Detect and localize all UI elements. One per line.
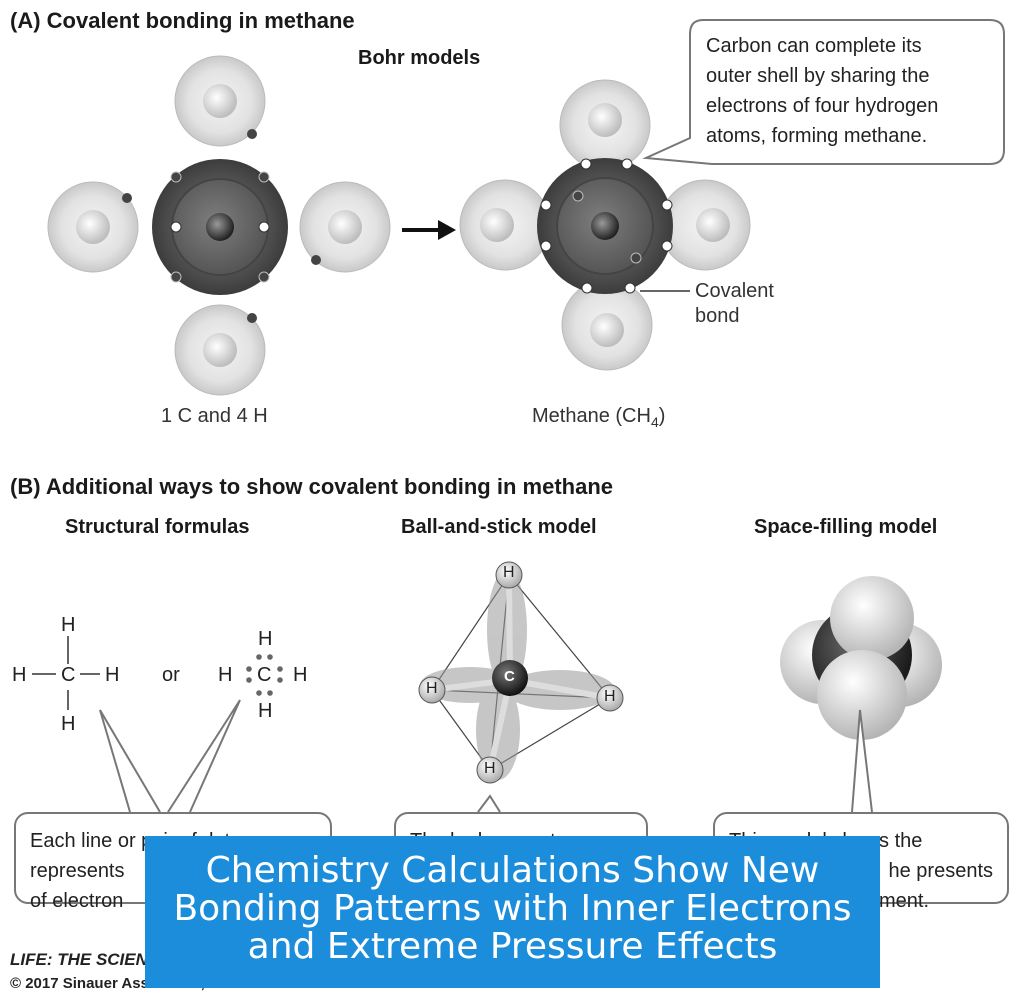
methane-molecule — [459, 79, 751, 371]
hydrogen-atom-top — [174, 55, 266, 147]
methane-caption-end: ) — [658, 405, 666, 427]
bs-c-label: C — [504, 668, 515, 685]
hydrogen-atom-right — [299, 181, 391, 273]
h-atom-label: H — [61, 713, 76, 735]
h-atom-label: H — [258, 628, 273, 650]
covalent-bond-label: Covalent bond — [695, 279, 774, 329]
hydrogen-atom-top — [559, 79, 651, 171]
c-atom-label: C — [61, 664, 76, 686]
callout-line: outer shell by sharing the — [706, 65, 930, 87]
space-filling-model — [780, 576, 942, 740]
panel-b-diagrams — [32, 561, 942, 813]
hydrogen-atom-right — [659, 179, 751, 271]
h-atom-label: H — [61, 614, 76, 636]
or-text: or — [162, 664, 180, 686]
shared-electrons — [540, 158, 673, 294]
panel-a-heading: (A) Covalent bonding in methane — [10, 8, 355, 33]
carbon-callout: Carbon can complete its outer shell by s… — [706, 31, 938, 151]
headline-text: Chemistry Calculations Show New Bonding … — [173, 850, 852, 967]
space-filling-title: Space-filling model — [754, 516, 938, 538]
electron-dot-pairs — [246, 654, 283, 696]
methane-caption-subscript: 4 — [650, 414, 659, 430]
c-atom-label: C — [257, 664, 272, 686]
separate-atoms — [47, 55, 391, 396]
bs-h-label: H — [484, 760, 496, 777]
callout-bubble-shape — [642, 19, 1005, 165]
carbon-atom — [152, 159, 288, 295]
bohr-models-title: Bohr models — [358, 47, 481, 69]
bubble-line: he presents — [888, 860, 993, 882]
bubble-line: ment. — [879, 890, 930, 912]
panel-b-heading: (B) Additional ways to show covalent bon… — [10, 474, 613, 499]
callout-line: atoms, forming methane. — [706, 125, 928, 147]
left-caption: 1 C and 4 H — [161, 405, 268, 427]
bubble-pointers — [99, 699, 873, 813]
h-atom-label: H — [293, 664, 308, 686]
h-atom-label: H — [12, 664, 27, 686]
bubble-line: represents — [30, 860, 125, 882]
hydrogen-atom-bottom — [561, 279, 653, 371]
bs-h-label: H — [426, 680, 438, 697]
hydrogen-atom-left — [47, 181, 139, 273]
bohr-diagram — [47, 19, 1005, 396]
carbon-atom — [537, 158, 673, 294]
bond-label-line: Covalent — [695, 280, 774, 302]
headline-banner: Chemistry Calculations Show New Bonding … — [145, 836, 880, 988]
ball-and-stick-title: Ball-and-stick model — [401, 516, 597, 538]
hydrogen-atom-left — [459, 179, 551, 271]
structural-formulas-title: Structural formulas — [65, 516, 250, 538]
methane-caption-main: Methane (CH — [532, 405, 651, 427]
hydrogen-atom-bottom — [174, 304, 266, 396]
callout-line: electrons of four hydrogen — [706, 95, 939, 117]
callout-line: Carbon can complete its — [706, 35, 922, 57]
ball-and-stick-model — [418, 561, 624, 784]
h-atom-label: H — [258, 700, 273, 722]
credit-book-title: LIFE: THE SCIENCE — [10, 950, 172, 969]
bs-h-label: H — [604, 688, 616, 705]
h-atom-label: H — [105, 664, 120, 686]
reaction-arrow — [402, 220, 456, 240]
bond-label-line: bond — [695, 305, 740, 327]
bubble-line: of electron — [30, 890, 124, 912]
methane-caption: Methane (CH4) — [532, 405, 665, 430]
structural-formula-lines — [32, 636, 100, 710]
bs-h-label: H — [503, 564, 515, 581]
h-atom-label: H — [218, 664, 233, 686]
